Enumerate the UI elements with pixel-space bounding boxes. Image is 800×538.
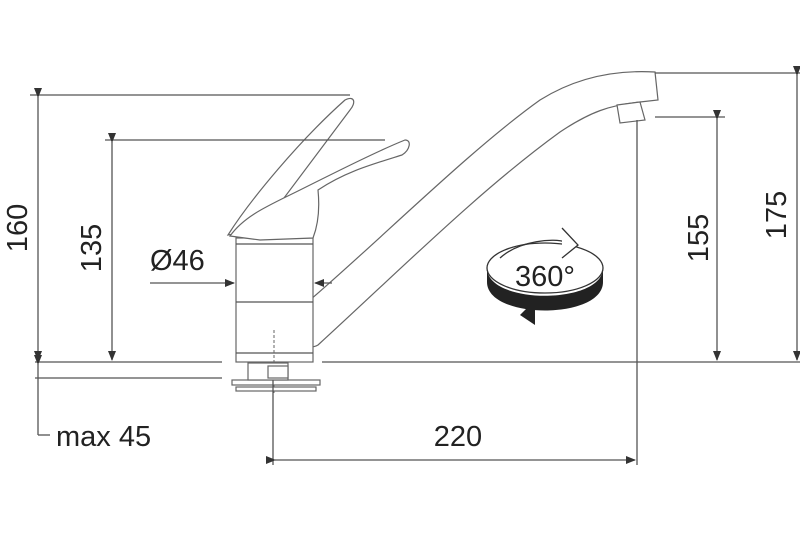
countertop-line [35,361,800,379]
dim-135-label: 135 [76,224,108,272]
faucet-body [235,237,314,395]
dim-max45-label: max 45 [56,421,151,453]
dim-160-label: 160 [2,204,34,252]
lever-lowered [228,139,410,241]
dim-220-label: 220 [434,421,482,453]
dim-155-label: 155 [683,214,715,262]
fixing-nut [231,362,321,392]
rotation-label: 360° [515,261,575,293]
spout-aerator [616,101,646,124]
spout [302,71,659,348]
rotation-360-icon [486,227,604,325]
lever-raised [226,97,355,236]
dim-diameter-label: Ø46 [150,245,205,277]
dim-175-label: 175 [761,191,793,239]
